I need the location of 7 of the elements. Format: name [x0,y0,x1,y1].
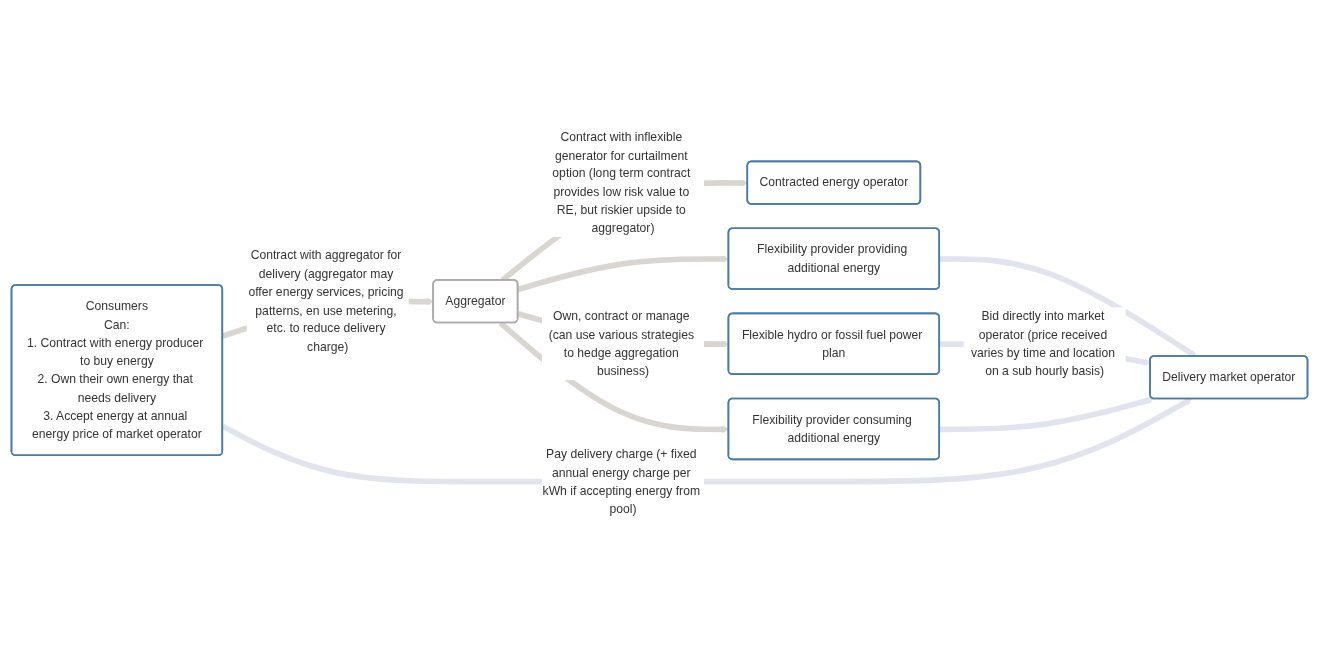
edge-label: Pay delivery charge (+ fixed annual energy charge per kWh if accepting energy from pool) [542,446,701,516]
edge-label: Bid directly into market operator (price received varies by time and location on a sub hourly basis) [970,308,1115,378]
edge-label: Own, contract or manage (can use various strategies to hedge aggregation business) [548,308,694,378]
edge-label: Contract with inflexible generator for curtailment option (long term contract provides low risk value to RE, but riskier upside to aggregator) [552,129,691,235]
arrow [939,396,1154,433]
arrow [939,256,1197,357]
edge-label: Contract with aggregator for delivery (aggregator may offer energy services, pricing patterns, en use metering, etc. to reduce delivery charge) [248,248,404,354]
